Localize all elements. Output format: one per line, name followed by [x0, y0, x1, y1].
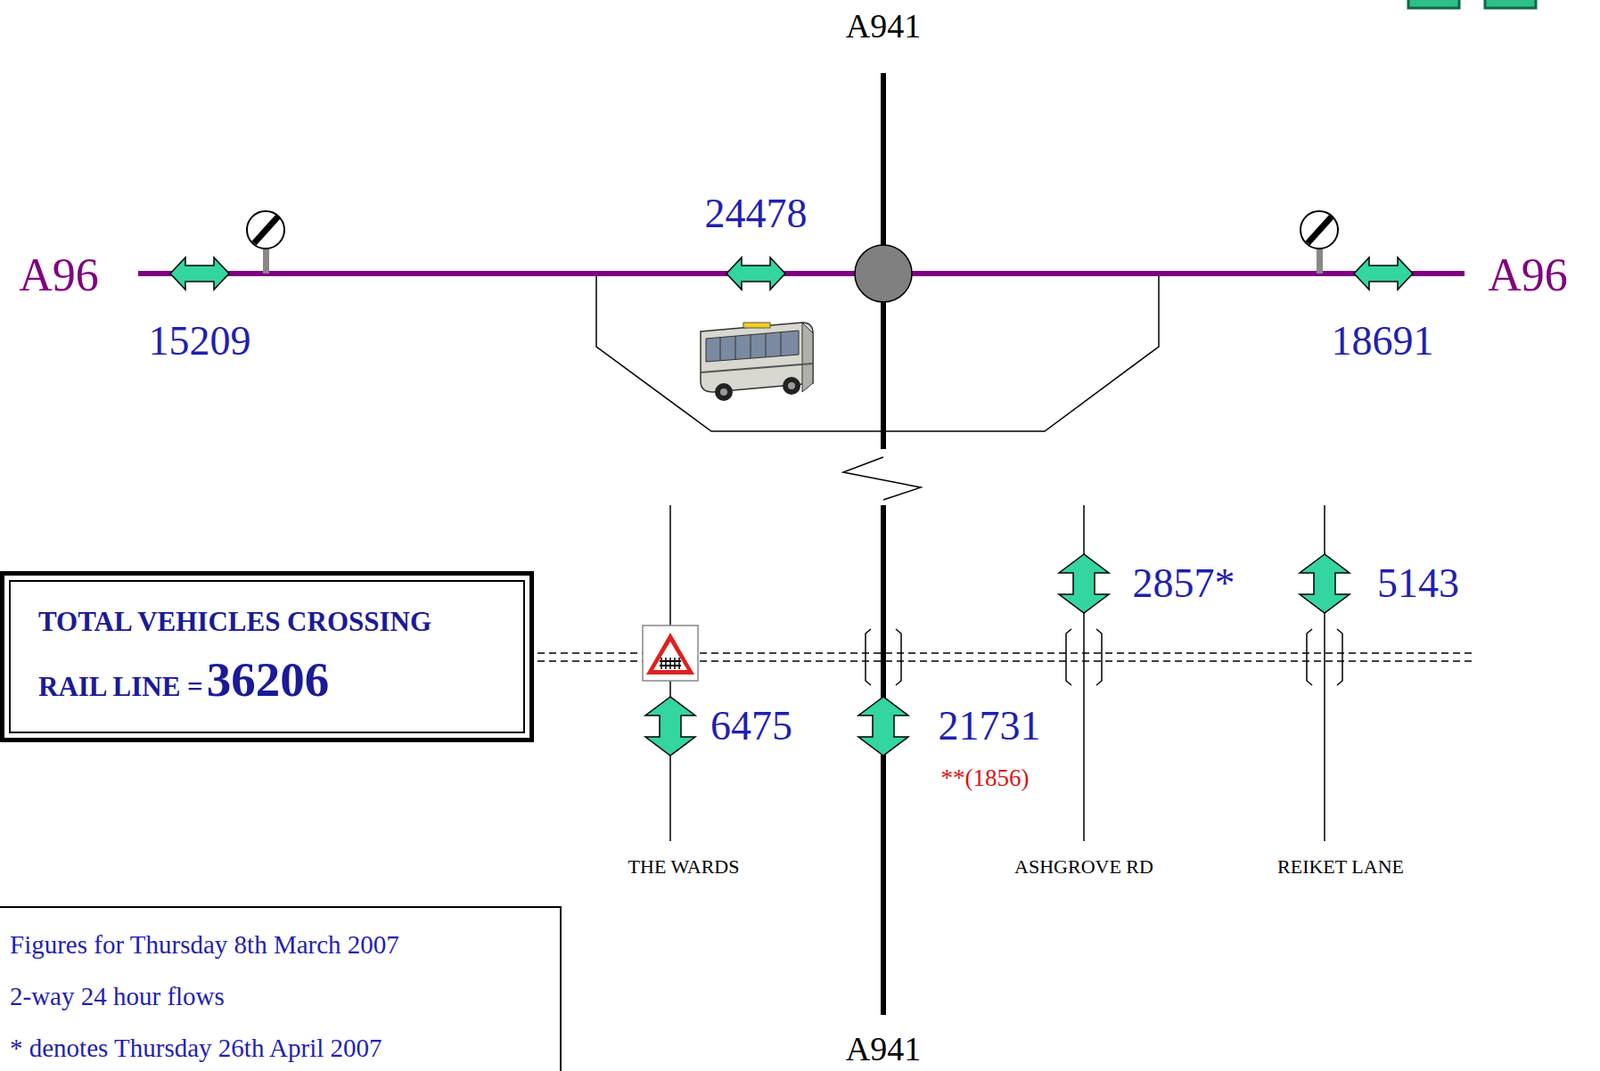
- road-name: A96: [1487, 252, 1568, 299]
- notes-box: Figures for Thursday 8th March 20072-way…: [0, 906, 562, 1071]
- road-name: A941: [845, 8, 921, 43]
- roundabout: [854, 245, 912, 303]
- flow-arrow: [1058, 554, 1109, 614]
- total-box: TOTAL VEHICLES CROSSING RAIL LINE = 3620…: [0, 571, 534, 743]
- flow-arrow: [170, 257, 230, 290]
- traffic-count: 21731: [938, 705, 1042, 747]
- traffic-count: 18691: [1331, 320, 1435, 362]
- flow-arrow: [1299, 554, 1350, 614]
- total-text: TOTAL VEHICLES CROSSING RAIL LINE = 3620…: [38, 595, 467, 719]
- national-speed-limit-sign: [246, 211, 285, 274]
- nav-button: [1408, 0, 1460, 9]
- bus-illustration: [700, 322, 813, 402]
- note-line: 2-way 24 hour flows: [9, 970, 551, 1023]
- traffic-count: 5143: [1377, 563, 1460, 605]
- note-line: * denotes Thursday 26th April 2007: [9, 1022, 551, 1071]
- traffic-count: 15209: [148, 320, 252, 362]
- traffic-count: 2857*: [1132, 563, 1236, 605]
- a941-road: [880, 505, 887, 1016]
- traffic-count: 6475: [710, 705, 793, 747]
- note-line: Figures for Thursday 8th March 2007: [9, 918, 551, 971]
- flow-arrow: [1353, 257, 1413, 290]
- bridge-bracket: [865, 629, 1343, 686]
- flow-arrow: [645, 697, 696, 756]
- flow-arrow: [726, 257, 786, 290]
- level-crossing-sign: [642, 625, 698, 682]
- national-speed-limit-sign: [1300, 211, 1338, 274]
- road-name: A96: [18, 252, 99, 299]
- street-name: ASHGROVE RD: [1014, 857, 1154, 878]
- break-symbol: [843, 457, 921, 501]
- street-name: THE WARDS: [628, 857, 740, 878]
- flow-arrow: [858, 697, 909, 756]
- rail-line: [537, 660, 1472, 662]
- total-count: 36206: [206, 652, 330, 707]
- note-count: **(1856): [941, 766, 1030, 791]
- traffic-count: 24478: [705, 193, 808, 235]
- a96-road: [138, 270, 1465, 277]
- street-name: REIKET LANE: [1277, 857, 1404, 878]
- road-name: A941: [845, 1032, 921, 1067]
- nav-button: [1485, 0, 1536, 9]
